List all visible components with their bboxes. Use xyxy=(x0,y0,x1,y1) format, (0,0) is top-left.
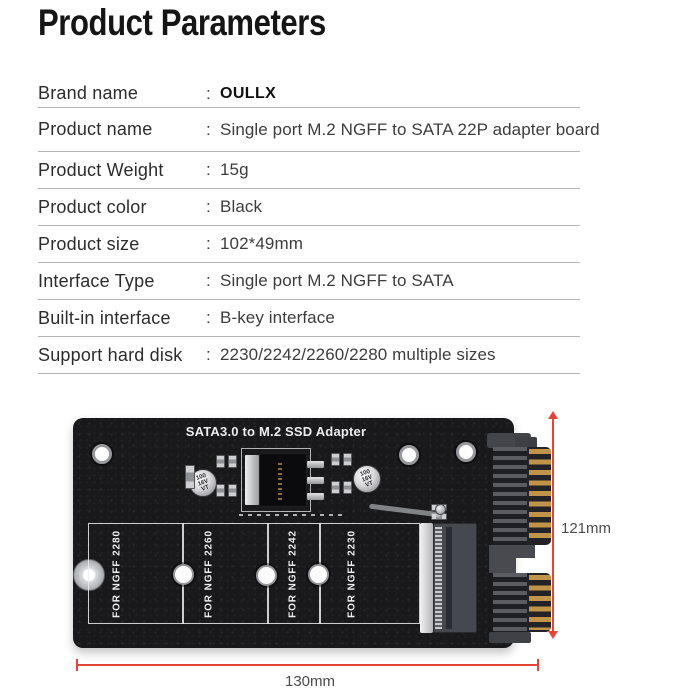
parameter-label: Built-in interface xyxy=(38,307,171,328)
dimension-arrow-down-icon xyxy=(548,631,558,639)
table-row-supported-sizes: Support hard disk : 2230/2242/2260/2280 … xyxy=(38,337,580,374)
parameter-colon: : xyxy=(206,83,211,103)
width-dimension-line xyxy=(77,664,539,666)
parameter-label: Product name xyxy=(38,119,153,139)
table-row-product-name: Product name : Single port M.2 NGFF to S… xyxy=(38,108,600,152)
sata-gold-pins xyxy=(529,575,551,630)
smd-resistor xyxy=(331,453,340,466)
dimension-tick xyxy=(537,659,539,671)
table-row-interface-type: Interface Type : Single port M.2 NGFF to… xyxy=(38,263,580,300)
parameter-value: 15g xyxy=(220,160,249,179)
standoff-hole xyxy=(173,564,194,585)
parameter-value: Black xyxy=(220,197,263,216)
sata-power-segment xyxy=(493,573,551,632)
chip-leg xyxy=(307,493,324,500)
smd-resistor xyxy=(343,481,352,494)
smd-resistor xyxy=(216,484,225,497)
zone-label-2260: FOR NGFF 2260 xyxy=(203,530,215,618)
page-title: Product Parameters xyxy=(38,2,326,43)
mounting-hole xyxy=(456,442,476,462)
silkscreen-dashed-line xyxy=(239,514,347,516)
parameter-colon: : xyxy=(206,308,211,327)
parameter-colon: : xyxy=(206,271,211,290)
sata-connector-bottom xyxy=(489,632,531,643)
parameter-colon: : xyxy=(206,119,211,139)
regulator-chip xyxy=(259,453,307,507)
zone-label-2230: FOR NGFF 2230 xyxy=(346,530,358,618)
zone-label-2280: FOR NGFF 2280 xyxy=(111,530,123,618)
m2-guide-rail xyxy=(420,523,433,633)
capacitor-marking: 100 16V VT xyxy=(359,468,374,489)
parameter-colon: : xyxy=(206,345,211,364)
table-row-color: Product color : Black xyxy=(38,189,580,226)
parameter-value: Single port M.2 NGFF to SATA xyxy=(220,271,454,290)
parameter-label: Product color xyxy=(38,196,147,217)
parameter-value: B-key interface xyxy=(220,308,335,327)
smd-resistor xyxy=(228,484,237,497)
m2-socket-pins xyxy=(435,527,442,629)
chip-heatsink-tab xyxy=(245,455,259,505)
m2-socket-slot xyxy=(446,527,452,629)
dimension-tick xyxy=(76,659,78,671)
parameter-colon: : xyxy=(206,197,211,216)
sata-key-notch xyxy=(489,558,516,573)
dimension-arrow-up-icon xyxy=(548,411,558,419)
parameter-label: Product Weight xyxy=(38,159,164,180)
standoff-hole xyxy=(256,565,277,586)
smd-resistor xyxy=(216,455,225,468)
parameter-label: Support hard disk xyxy=(38,344,183,365)
table-row-size: Product size : 102*49mm xyxy=(38,226,580,263)
pcb-silkscreen-title: SATA3.0 to M.2 SSD Adapter xyxy=(185,424,367,439)
parameter-colon: : xyxy=(206,234,211,253)
capacitor-marking: 100 16V VT xyxy=(195,472,210,493)
smd-capacitor xyxy=(185,465,195,489)
chip-leg xyxy=(307,477,324,484)
sata-plastic-fins xyxy=(493,573,527,632)
smd-resistor xyxy=(343,453,352,466)
table-row-brand: Brand name : OULLX xyxy=(38,80,580,108)
parameter-value: 102*49mm xyxy=(220,234,304,253)
height-dimension-line xyxy=(552,417,554,631)
smd-resistor xyxy=(228,455,237,468)
sata-plastic-fins xyxy=(493,447,527,545)
sata-22p-connector xyxy=(487,433,551,643)
parameter-colon: : xyxy=(206,160,211,179)
parameter-value: 2230/2242/2260/2280 multiple sizes xyxy=(220,345,496,364)
parameter-value: OULLX xyxy=(220,84,277,102)
smd-resistor xyxy=(331,481,340,494)
width-dimension-label: 130mm xyxy=(284,673,336,690)
parameters-table: Brand name : OULLX Product name : Single… xyxy=(38,80,600,374)
table-row-weight: Product Weight : 15g xyxy=(38,152,580,189)
parameter-label: Product size xyxy=(38,233,140,254)
standoff-hole xyxy=(308,564,329,585)
height-dimension-label: 121mm xyxy=(561,520,612,537)
pcb-board: SATA3.0 to M.2 SSD Adapter FOR NGFF 2280… xyxy=(73,418,551,648)
parameter-label: Interface Type xyxy=(38,270,155,291)
parameter-label: Brand name xyxy=(38,83,139,103)
parameter-value: Single port M.2 NGFF to SATA 22P adapter… xyxy=(220,119,600,139)
sata-key-notch xyxy=(489,545,535,558)
mounting-hole xyxy=(399,445,419,465)
product-photo: SATA3.0 to M.2 SSD Adapter FOR NGFF 2280… xyxy=(73,411,633,700)
ssd-length-zones-outline xyxy=(88,523,420,624)
chip-marking xyxy=(278,460,282,500)
electrolytic-capacitor: 100 16V VT xyxy=(353,465,381,493)
screw-hole-large xyxy=(73,559,105,591)
m2-screw xyxy=(435,504,446,515)
sata-signal-segment xyxy=(493,447,551,545)
mounting-hole xyxy=(92,444,112,464)
sata-gold-pins xyxy=(529,449,551,543)
zone-label-2242: FOR NGFF 2242 xyxy=(287,530,299,618)
chip-leg xyxy=(307,461,324,468)
table-row-builtin-interface: Built-in interface : B-key interface xyxy=(38,300,580,337)
